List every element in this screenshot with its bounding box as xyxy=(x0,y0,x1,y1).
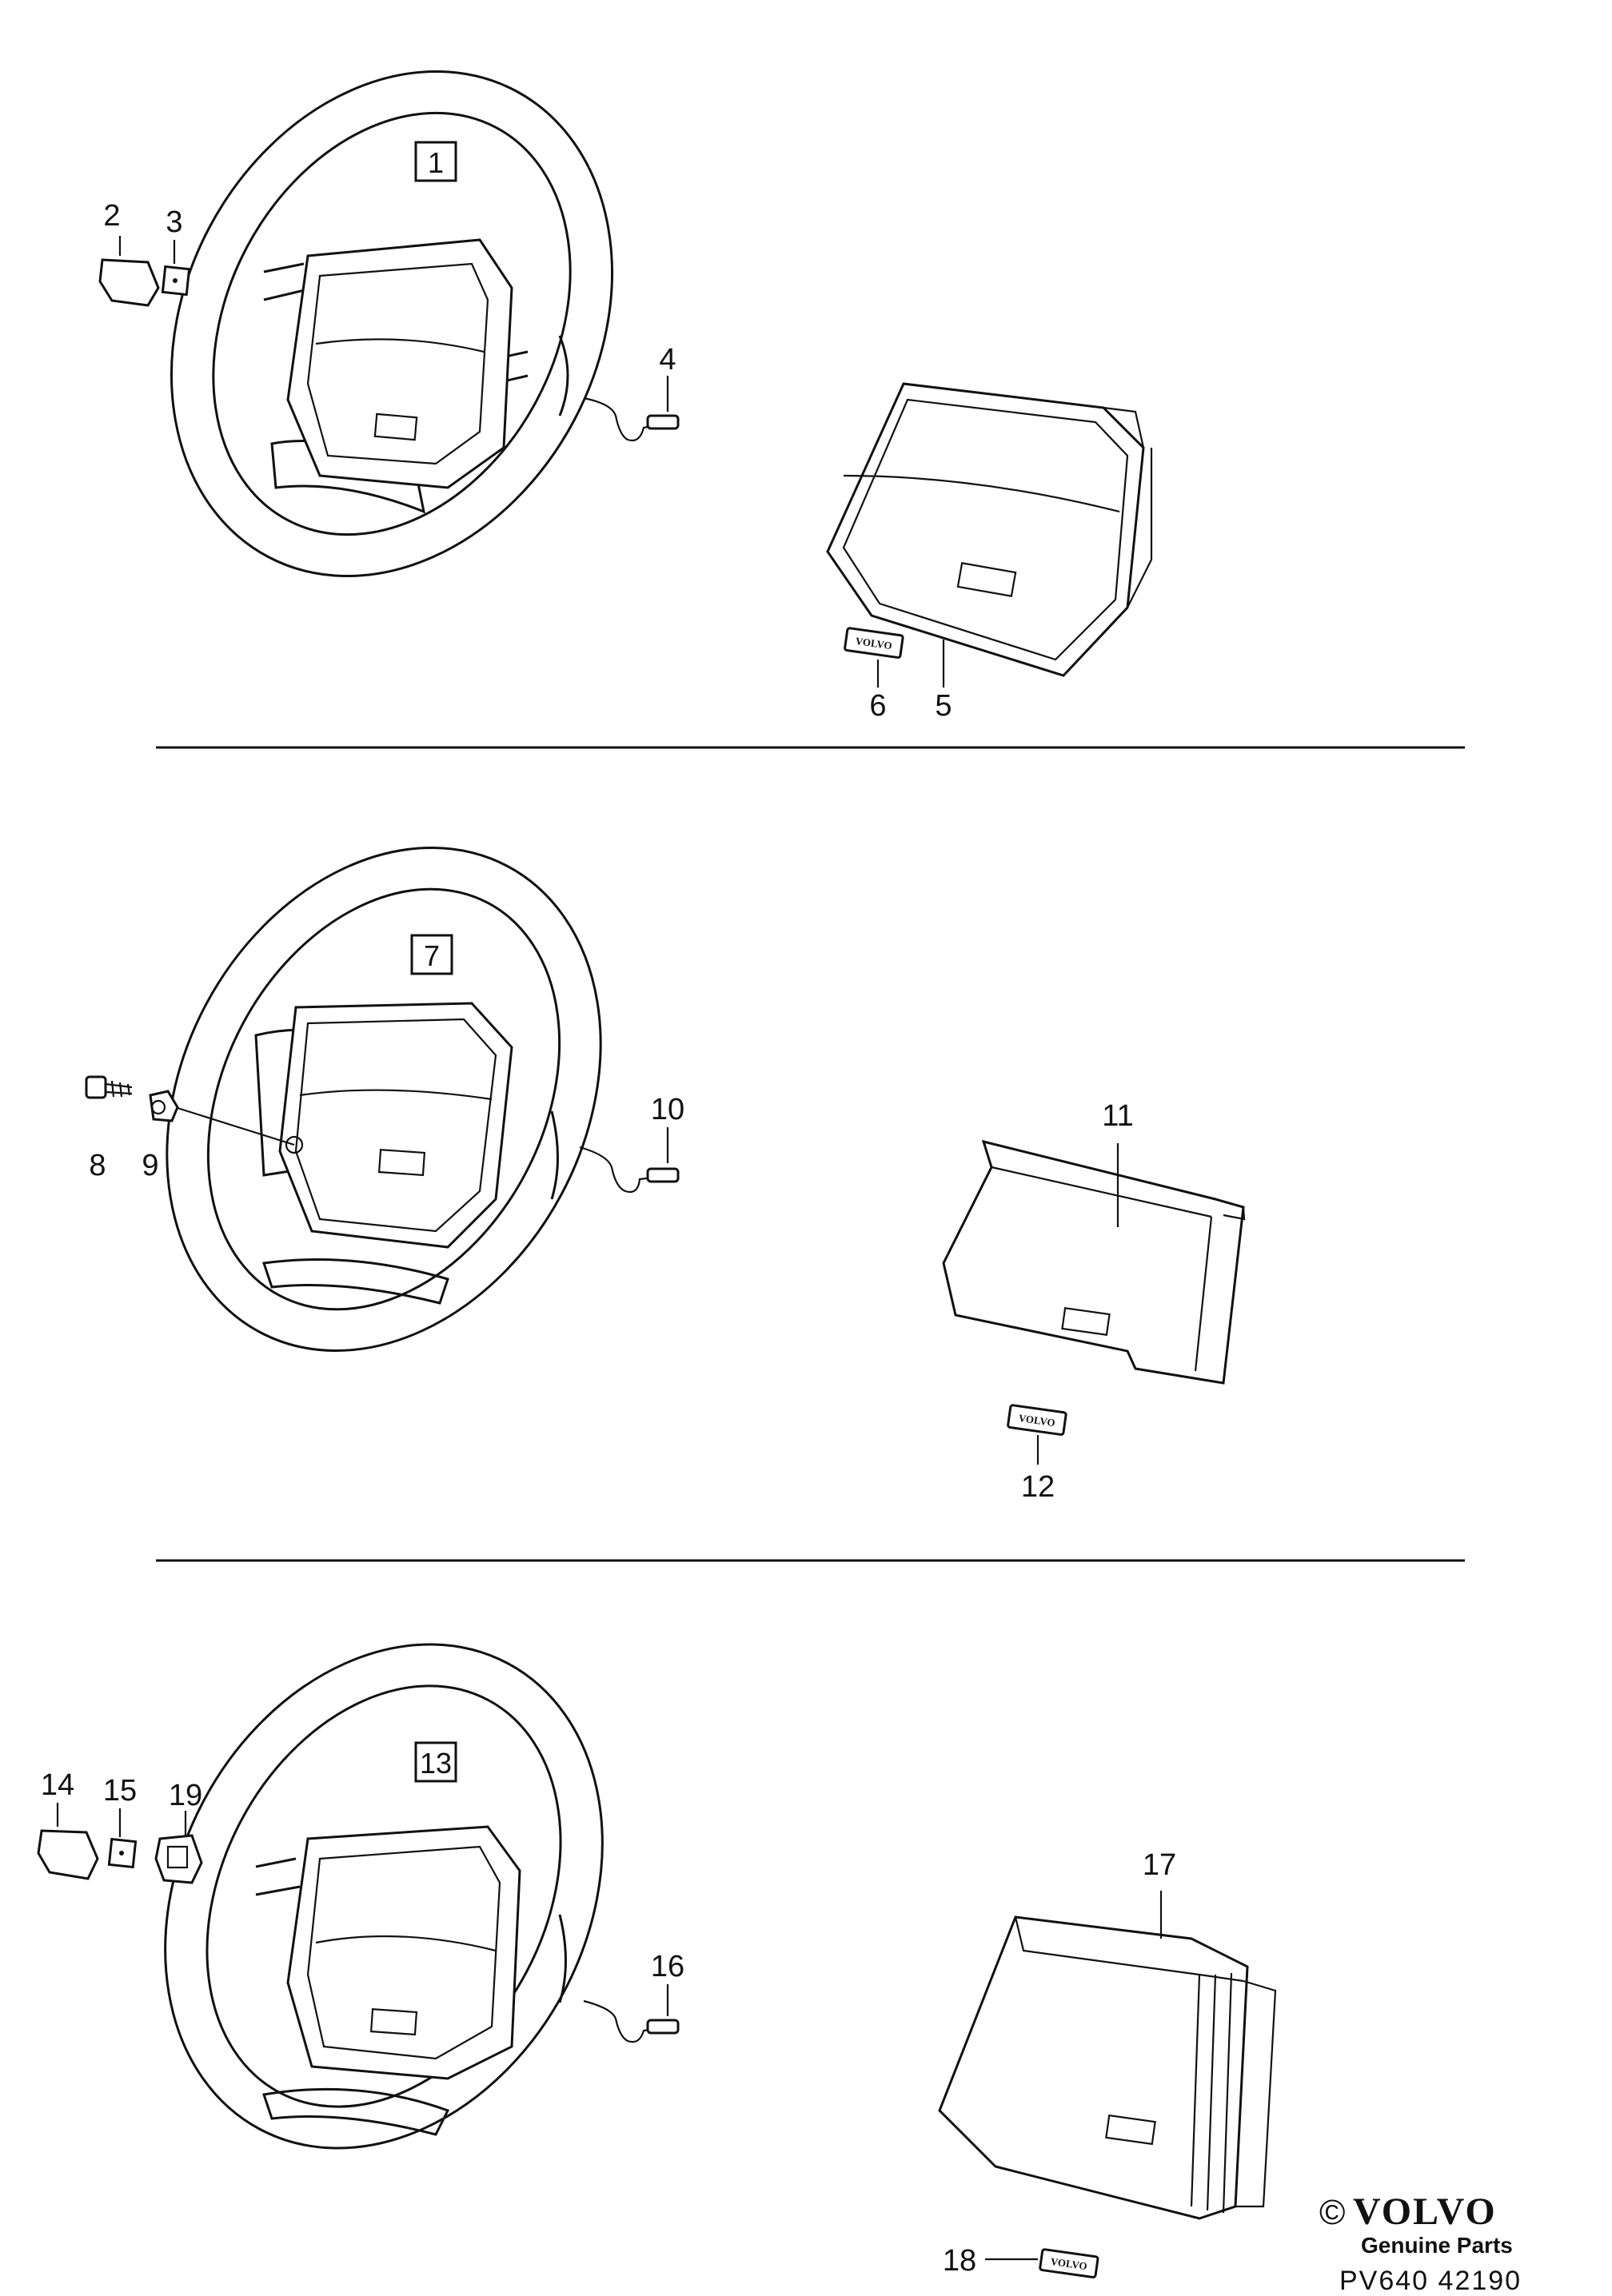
part-label-12: 12 xyxy=(1021,1470,1055,1504)
bolt-part-8 xyxy=(85,1075,133,1099)
part-label-19: 19 xyxy=(169,1779,202,1812)
cable-part-4 xyxy=(583,397,672,442)
part-label-8: 8 xyxy=(89,1149,106,1182)
horn-cap-part-14 xyxy=(37,1829,99,1880)
horn-pad-part-11 xyxy=(942,1139,1246,1385)
volvo-badge-part-12: VOLVO xyxy=(1007,1404,1067,1436)
horn-cap-part xyxy=(98,258,160,307)
brand-tagline: Genuine Parts xyxy=(1361,2233,1513,2258)
copyright-symbol: © xyxy=(1319,2193,1345,2232)
nut-part-9 xyxy=(149,1090,179,1122)
section-1: 1 2 3 4 5 VOLVO 6 xyxy=(98,70,1153,723)
part-label-17: 17 xyxy=(1143,1848,1176,1882)
part-label-18: 18 xyxy=(943,2244,976,2278)
part-label-5: 5 xyxy=(935,689,952,723)
cable-part-16 xyxy=(583,1999,672,2043)
part-label-16: 16 xyxy=(651,1950,684,1983)
badge-text-18: VOLVO xyxy=(1050,2255,1088,2272)
part-label-4: 4 xyxy=(659,343,676,377)
part-label-15: 15 xyxy=(103,1774,137,1808)
document-reference: PV640 42190 xyxy=(1339,2266,1522,2296)
horn-pad-part-5 xyxy=(826,382,1153,677)
section-2: 7 8 9 10 11 VOLVO xyxy=(85,847,1246,1504)
volvo-badge-part-18: VOLVO xyxy=(1039,2248,1099,2278)
part-label-3: 3 xyxy=(166,205,182,239)
part-label-9: 9 xyxy=(142,1149,158,1182)
steering-wheel-1 xyxy=(170,70,613,578)
steering-wheel-7 xyxy=(166,847,602,1352)
group-label-13: 13 xyxy=(420,1747,452,1780)
badge-text-6: VOLVO xyxy=(855,635,893,652)
switch-part-19 xyxy=(154,1834,203,1884)
part-label-2: 2 xyxy=(103,199,120,233)
part-label-10: 10 xyxy=(651,1093,684,1126)
cable-part-10 xyxy=(579,1146,672,1194)
part-label-11: 11 xyxy=(1102,1099,1133,1133)
horn-pad-part-17 xyxy=(938,1915,1277,2220)
badge-text-12: VOLVO xyxy=(1018,1412,1056,1429)
brand-block: © VOLVO Genuine Parts PV640 42190 xyxy=(1319,2190,1522,2296)
steering-wheel-13 xyxy=(164,1643,604,2150)
part-label-14: 14 xyxy=(41,1768,74,1802)
brand-logo: VOLVO xyxy=(1353,2190,1497,2233)
group-label-1: 1 xyxy=(428,146,444,179)
volvo-badge-part-6: VOLVO xyxy=(844,627,904,659)
group-label-7: 7 xyxy=(424,939,440,972)
part-label-6: 6 xyxy=(869,689,886,723)
section-3: 13 14 15 19 16 17 xyxy=(37,1643,1277,2278)
